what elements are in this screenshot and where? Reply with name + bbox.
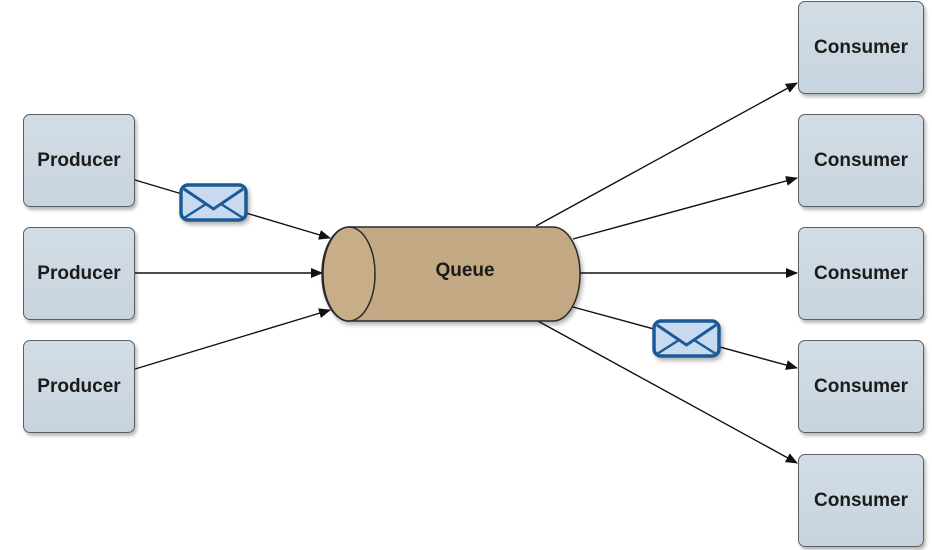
producer-node: Producer	[23, 340, 135, 433]
arrow-producer-3-to-queue	[134, 308, 331, 370]
producer-node: Producer	[23, 114, 135, 207]
producer-label: Producer	[37, 149, 121, 171]
consumer-node: Consumer	[798, 1, 924, 94]
arrow-queue-to-consumer-1	[535, 82, 798, 227]
queue-label: Queue	[435, 260, 495, 281]
arrow-queue-to-consumer-5	[535, 319, 798, 464]
consumer-label: Consumer	[814, 149, 908, 171]
consumer-label: Consumer	[814, 36, 908, 58]
consumer-node: Consumer	[798, 340, 924, 433]
arrow-queue-to-consumer-2	[572, 176, 798, 240]
producer-node: Producer	[23, 227, 135, 320]
envelope-icon	[652, 319, 721, 358]
queue-cylinder	[321, 226, 581, 322]
consumer-label: Consumer	[814, 262, 908, 284]
consumer-node: Consumer	[798, 454, 924, 547]
consumer-node: Consumer	[798, 114, 924, 207]
producer-label: Producer	[37, 262, 121, 284]
consumer-label: Consumer	[814, 489, 908, 511]
producer-label: Producer	[37, 375, 121, 397]
consumer-label: Consumer	[814, 375, 908, 397]
envelope-icon	[179, 183, 248, 222]
consumer-node: Consumer	[798, 227, 924, 320]
